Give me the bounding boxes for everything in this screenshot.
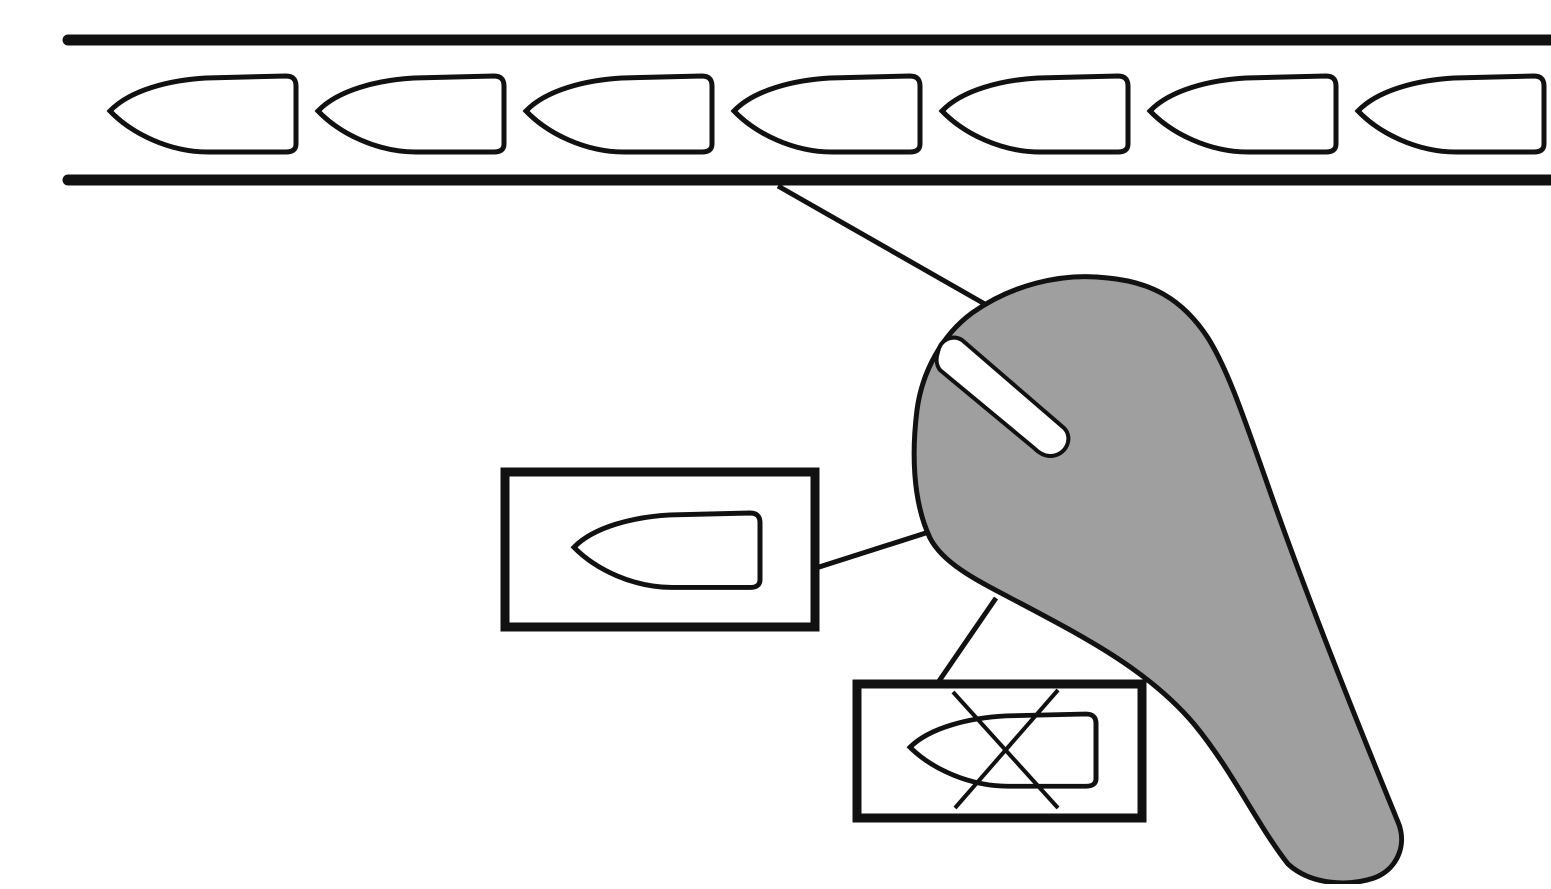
- bullet-part-icon: [318, 76, 504, 152]
- bullet-part-icon: [526, 76, 712, 152]
- robot-arm-gripper-slot: [934, 335, 1071, 458]
- connector-robot-to-accepted-bin: [815, 528, 933, 571]
- bullet-part-icon: [110, 76, 296, 152]
- connector-belt-to-robot: [776, 183, 992, 310]
- bullet-part-icon: [1150, 76, 1336, 152]
- conveyor-items: [110, 76, 1544, 152]
- bullet-part-icon: [734, 76, 920, 152]
- rejected-bin: [852, 679, 1147, 823]
- connector-robot-to-rejected-bin: [934, 596, 999, 686]
- bullet-part-icon: [1358, 76, 1544, 152]
- accepted-bin: [500, 467, 820, 632]
- reject-cross-icon: [951, 688, 1060, 810]
- bullet-part-icon: [942, 76, 1128, 152]
- conveyor-belt: [62, 34, 1551, 186]
- robot-arm-icon: [911, 274, 1405, 886]
